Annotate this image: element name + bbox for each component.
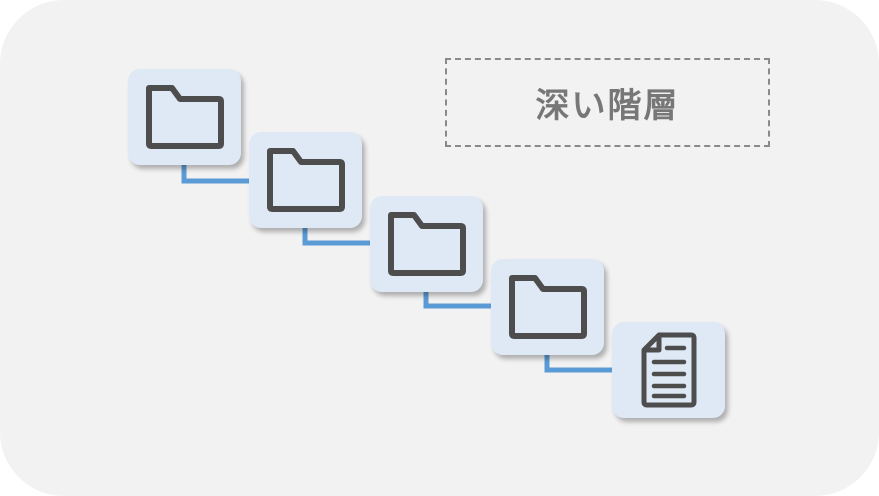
folder-node-3[interactable] [370,196,483,292]
folder-icon [508,275,587,339]
connector-2 [302,228,370,246]
connector-1 [181,164,249,184]
connector-3 [423,292,491,309]
folder-node-2[interactable] [249,132,362,228]
connector-4 [544,355,612,373]
folder-node-1[interactable] [128,69,241,165]
document-icon [641,332,696,408]
document-node[interactable] [612,322,725,418]
folder-icon [387,212,466,276]
deep-hierarchy-label-text: 深い階層 [535,86,680,126]
folder-icon [266,148,345,212]
deep-hierarchy-label: 深い階層 [445,58,770,147]
folder-icon [145,85,224,149]
folder-node-4[interactable] [491,259,604,355]
